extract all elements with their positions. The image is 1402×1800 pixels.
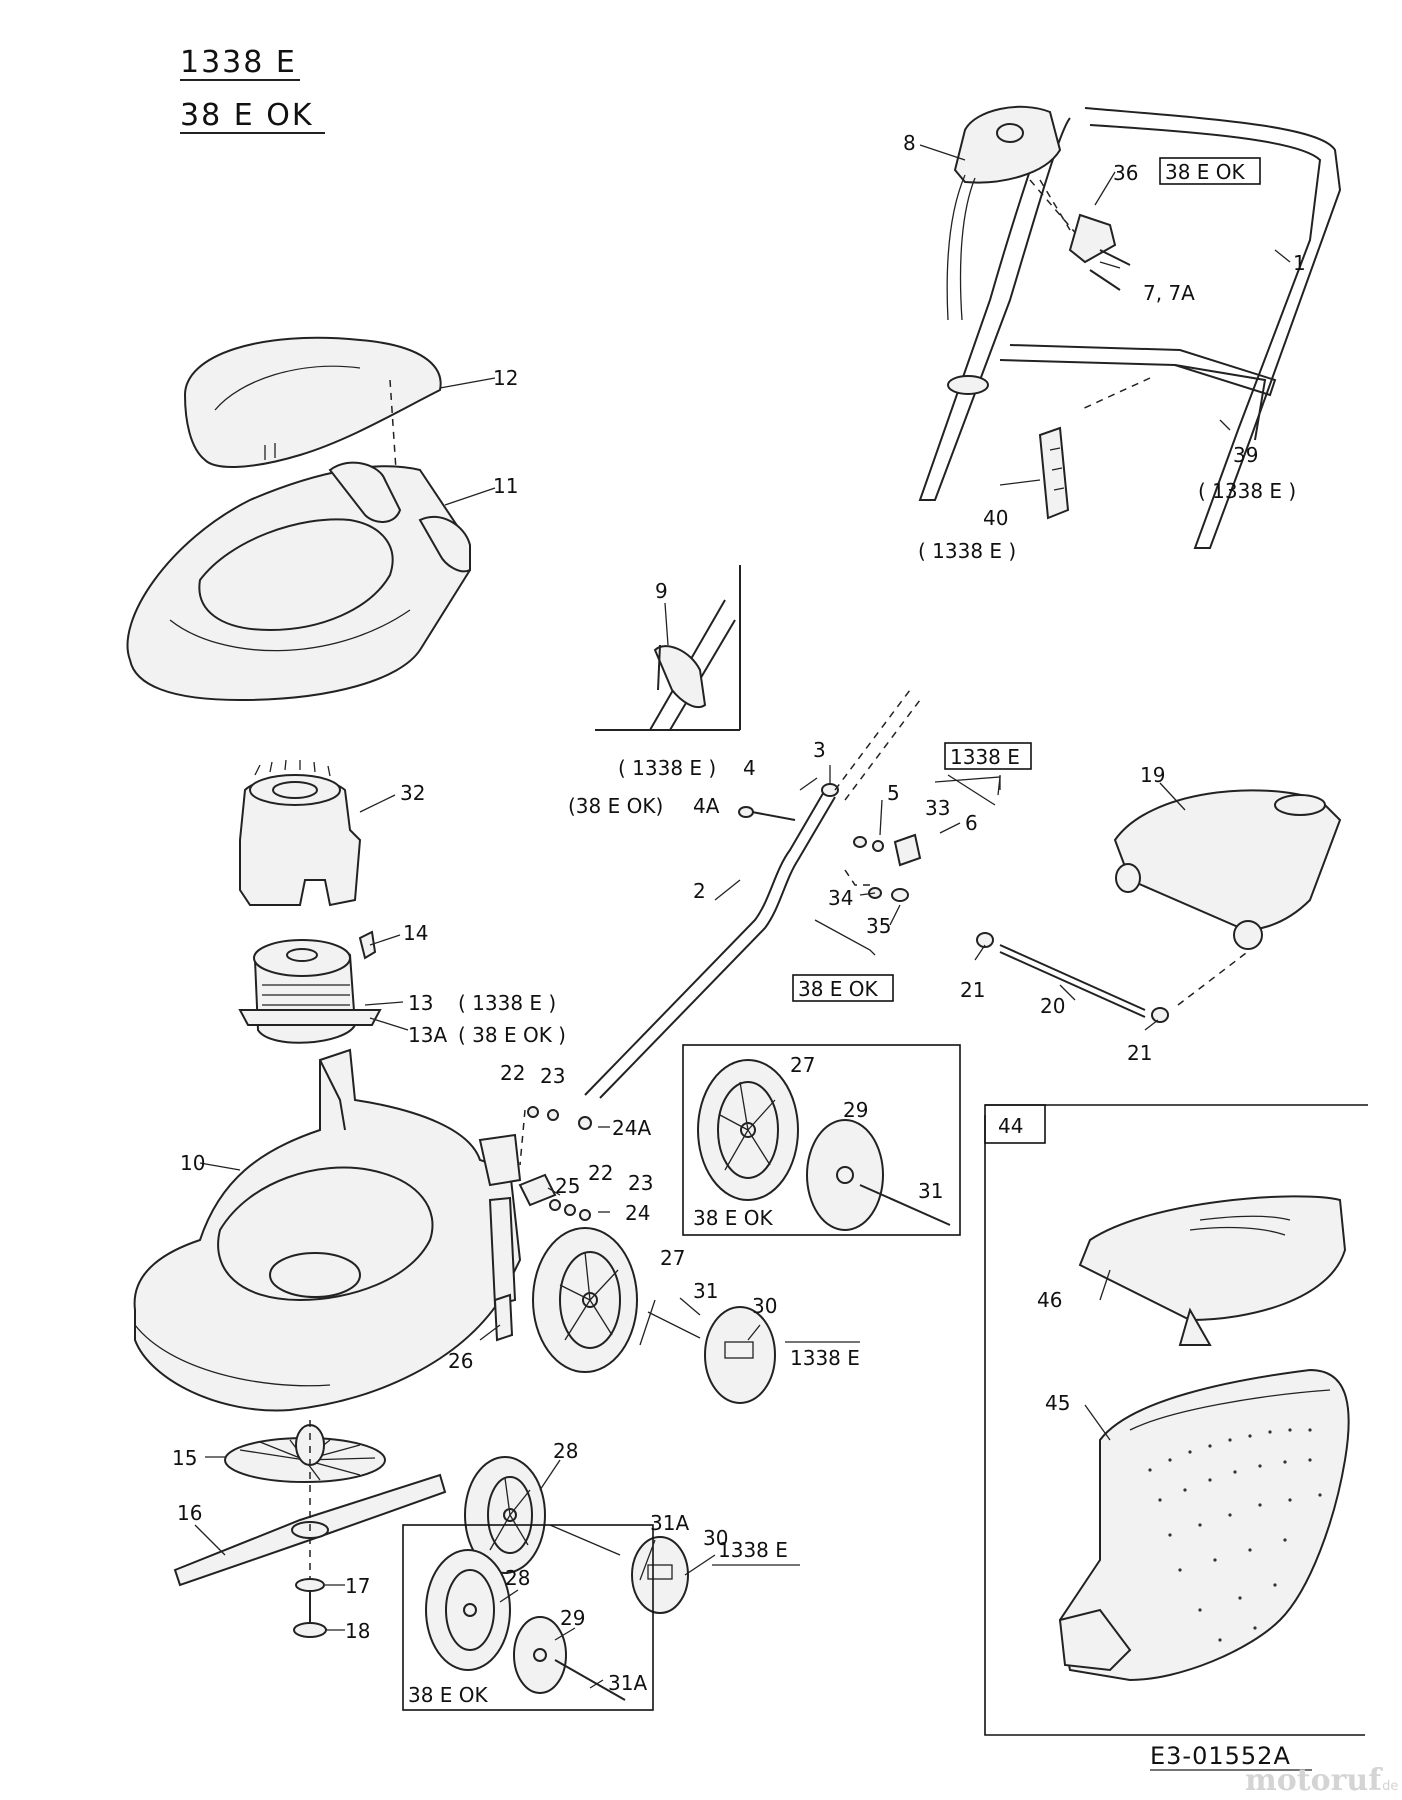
callout-44: 44 <box>998 1114 1023 1138</box>
label-38eok-28: 38 E OK <box>408 1683 489 1707</box>
rear-flap <box>976 789 1342 1023</box>
callout-35: 35 <box>866 914 891 938</box>
callout-28a: 28 <box>553 1439 578 1463</box>
label-38eok-4: (38 E OK) <box>568 794 663 818</box>
callout-27b: 27 <box>660 1246 685 1270</box>
callout-11: 11 <box>493 474 518 498</box>
callout-12: 12 <box>493 366 518 390</box>
callout-24: 24 <box>625 1201 650 1225</box>
motor-cover <box>239 759 362 907</box>
variant-box-6 <box>944 742 1032 770</box>
drawing-code: E3-01552A <box>1150 1742 1291 1770</box>
front-wheel <box>532 1227 776 1404</box>
callout-6: 6 <box>965 811 978 835</box>
top-cover <box>183 336 442 468</box>
label-1338e-30a: 1338 E <box>790 1346 860 1370</box>
label-1338e-13: ( 1338 E ) <box>458 991 556 1015</box>
callout-17: 17 <box>345 1574 370 1598</box>
callout-24a: 24A <box>612 1116 651 1140</box>
label-1338e-39: ( 1338 E ) <box>1198 479 1296 503</box>
callout-13: 13 <box>408 991 433 1015</box>
callout-22a: 22 <box>500 1061 525 1085</box>
callout-31a-2: 31A <box>608 1671 647 1695</box>
callout-31a: 31 <box>918 1179 943 1203</box>
callout-18: 18 <box>345 1619 370 1643</box>
callout-34: 34 <box>828 886 853 910</box>
callout-36: 36 <box>1113 161 1138 185</box>
callout-9: 9 <box>655 579 668 603</box>
model-title-38eok: 38 E OK <box>180 98 314 133</box>
callout-30a: 30 <box>752 1294 777 1318</box>
callout-30b: 30 <box>703 1526 728 1550</box>
callout-4: 4 <box>743 756 756 780</box>
rear-wheel-38eok-box <box>402 1524 654 1711</box>
callout-29a: 29 <box>843 1098 868 1122</box>
label-1338e-40: ( 1338 E ) <box>918 539 1016 563</box>
housing-hood <box>126 461 472 702</box>
callout-14: 14 <box>403 921 428 945</box>
callout-8: 8 <box>903 131 916 155</box>
cable-clip-40 <box>1038 426 1070 520</box>
callout-10: 10 <box>180 1151 205 1175</box>
variant-box-36 <box>1159 157 1261 185</box>
callout-29b: 29 <box>560 1606 585 1630</box>
mower-deck <box>133 1048 522 1412</box>
callout-20: 20 <box>1040 994 1065 1018</box>
label-1338e-6: 1338 E <box>950 745 1020 769</box>
callout-19: 19 <box>1140 763 1165 787</box>
svg-text:.de: .de <box>1378 1779 1398 1794</box>
watermark-logo: motoruf .de <box>1245 1763 1398 1798</box>
callout-4a: 4A <box>693 794 720 818</box>
handle-clamp-detail <box>595 565 741 731</box>
callout-7-7a: 7, 7A <box>1143 281 1195 305</box>
motor <box>238 930 382 1044</box>
callout-2: 2 <box>693 879 706 903</box>
callout-23a: 23 <box>540 1064 565 1088</box>
callout-22b: 22 <box>588 1161 613 1185</box>
callout-3: 3 <box>813 738 826 762</box>
callout-27a: 27 <box>790 1053 815 1077</box>
variant-box-34 <box>792 974 894 1002</box>
deck-hardware <box>493 1106 592 1342</box>
callout-31a-1: 31A <box>650 1511 689 1535</box>
rear-wheel <box>464 1456 689 1614</box>
callout-31b: 31 <box>693 1279 718 1303</box>
front-wheel-38eok-box <box>682 1044 961 1236</box>
label-1338e-4: ( 1338 E ) <box>618 756 716 780</box>
callout-13a: 13A <box>408 1023 447 1047</box>
callout-32: 32 <box>400 781 425 805</box>
clip-bracket <box>1068 213 1117 264</box>
callout-39: 39 <box>1233 443 1258 467</box>
lower-handle-tube <box>584 689 996 1099</box>
callout-46: 46 <box>1037 1288 1062 1312</box>
callout-40: 40 <box>983 506 1008 530</box>
label-38eok-27: 38 E OK <box>693 1206 774 1230</box>
fan-blade-assembly <box>173 1420 447 1638</box>
callout-25: 25 <box>555 1174 580 1198</box>
label-38eok-36: 38 E OK <box>1165 160 1246 184</box>
callout-33: 33 <box>925 796 950 820</box>
callout-16: 16 <box>177 1501 202 1525</box>
callout-23b: 23 <box>628 1171 653 1195</box>
callout-21b: 21 <box>1127 1041 1152 1065</box>
callout-21a: 21 <box>960 978 985 1002</box>
callout-5: 5 <box>887 781 900 805</box>
label-38eok-34: 38 E OK <box>798 977 879 1001</box>
handle-assembly <box>918 105 1342 549</box>
callout-15: 15 <box>172 1446 197 1470</box>
callout-1: 1 <box>1293 251 1306 275</box>
switch-box <box>953 105 1062 184</box>
label-1338e-30b: 1338 E <box>718 1538 788 1562</box>
svg-text:motoruf: motoruf <box>1245 1763 1383 1798</box>
grass-catcher-box <box>984 1104 1368 1736</box>
model-title-1338e: 1338 E <box>180 45 297 80</box>
label-38eok-13a: ( 38 E OK ) <box>458 1023 566 1047</box>
callout-45: 45 <box>1045 1391 1070 1415</box>
callout-26: 26 <box>448 1349 473 1373</box>
callout-28b: 28 <box>505 1566 530 1590</box>
leader-lines <box>194 144 1291 1689</box>
